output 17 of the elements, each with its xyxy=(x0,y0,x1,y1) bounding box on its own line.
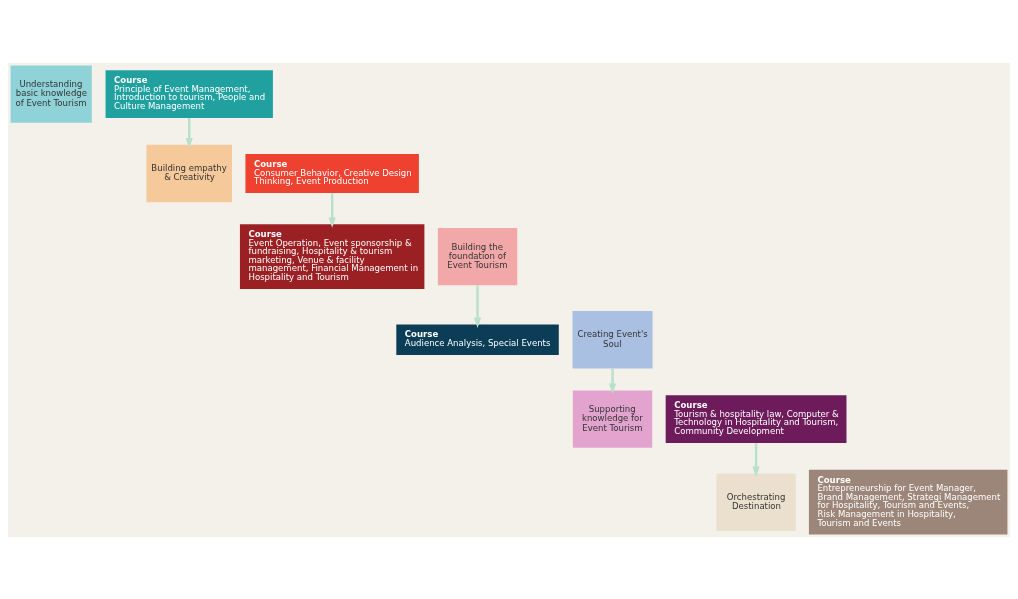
node-box: Building empathy & Creativity xyxy=(146,144,232,202)
node-box: Course Tourism & hospitality law, Computer & Technology in Hospitality and Tourism, Community Development xyxy=(665,394,847,443)
node-box: Course Consumer Behavior, Creative Design Thinking, Event Production xyxy=(245,153,419,193)
arrow xyxy=(752,442,760,477)
arrow xyxy=(473,284,482,328)
node-box: Orchestrating Destination xyxy=(716,472,796,531)
node-box: Course Principle of Event Management, Introduction to tourism, People and Culture Management xyxy=(105,69,273,118)
node-box: Course Event Operation, Event sponsorship & fundraising, Hospitality & tourism marketing, Venue & facility management, Financial Management in Hospitality and Tourism xyxy=(239,223,425,289)
node-box: Course Audience Analysis, Special Events xyxy=(396,323,559,355)
arrow xyxy=(185,117,193,148)
arrow xyxy=(608,368,617,394)
node-box: Supporting knowledge for Event Tourism xyxy=(572,389,653,448)
node-box: Understanding basic knowledge of Event Tourism xyxy=(10,64,92,123)
node-box: Building the foundation of Event Tourism xyxy=(437,227,518,285)
node-box: Creating Event's Soul xyxy=(572,310,653,368)
node-box: Course Entrepreneurship for Event Manager, Brand Management, Strategi Management for Hospitality, Tourism and Events, Risk Management in Hospitality, Tourism and Events xyxy=(808,469,1008,535)
arrow xyxy=(328,192,336,228)
